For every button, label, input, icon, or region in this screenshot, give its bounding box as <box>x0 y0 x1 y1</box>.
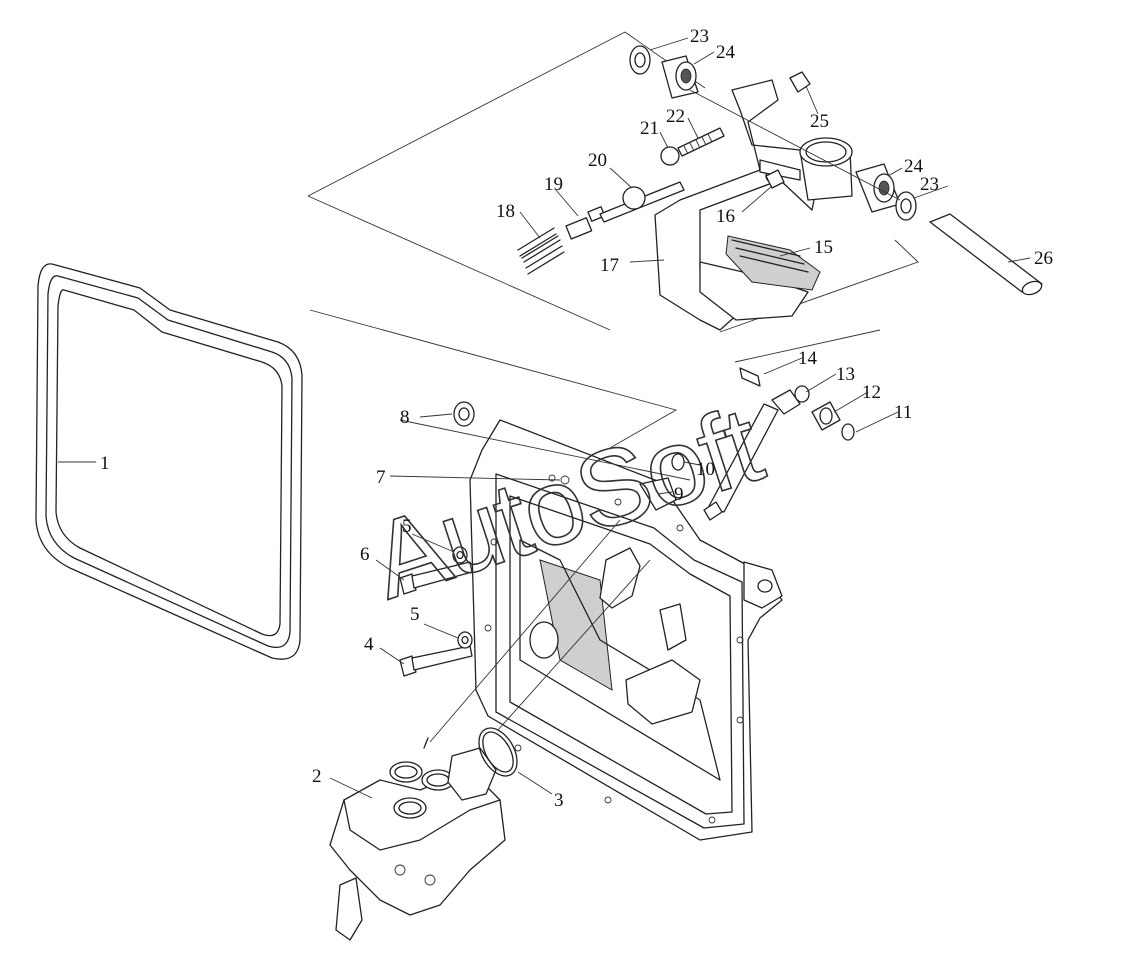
callout-7: 7 <box>376 467 386 488</box>
callout-23-top: 23 <box>690 26 709 47</box>
callout-16: 16 <box>716 206 735 227</box>
callout-11: 11 <box>894 402 912 423</box>
callout-17: 17 <box>600 255 619 276</box>
callout-22: 22 <box>666 106 685 127</box>
callout-labels: 1 2 3 4 5 5 6 7 8 9 10 11 12 13 14 15 16… <box>100 26 1053 811</box>
callout-12: 12 <box>862 382 881 403</box>
callout-21: 21 <box>640 118 659 139</box>
callout-24-top: 24 <box>716 42 736 63</box>
callout-19: 19 <box>544 174 563 195</box>
part-housing-cover <box>469 419 783 841</box>
callout-5-lower: 5 <box>410 604 420 625</box>
part-pedal-lever <box>654 79 853 331</box>
callout-20: 20 <box>588 150 607 171</box>
callout-15: 15 <box>814 237 833 258</box>
callout-leaders <box>58 37 1031 799</box>
callout-9: 9 <box>674 484 684 505</box>
part-spring-rods <box>517 127 725 275</box>
callout-2: 2 <box>312 766 322 787</box>
callout-13: 13 <box>836 364 855 385</box>
part-rod-end <box>703 367 855 521</box>
callout-14: 14 <box>798 348 818 369</box>
callout-18: 18 <box>496 201 515 222</box>
construction-lines <box>399 89 901 743</box>
callout-3: 3 <box>554 790 564 811</box>
callout-25: 25 <box>810 111 829 132</box>
part-gasket <box>35 263 303 660</box>
callout-26: 26 <box>1034 248 1053 269</box>
callout-4: 4 <box>364 634 374 655</box>
callout-5-upper: 5 <box>402 516 412 537</box>
part-o-ring <box>478 727 518 777</box>
part-bolts-washers <box>399 546 473 677</box>
callout-23-right: 23 <box>920 174 939 195</box>
callout-24-right: 24 <box>904 156 924 177</box>
callout-8: 8 <box>400 407 410 428</box>
part-valve-body <box>329 737 506 941</box>
callout-6: 6 <box>360 544 370 565</box>
callout-10: 10 <box>696 459 715 480</box>
callout-1: 1 <box>100 453 110 474</box>
